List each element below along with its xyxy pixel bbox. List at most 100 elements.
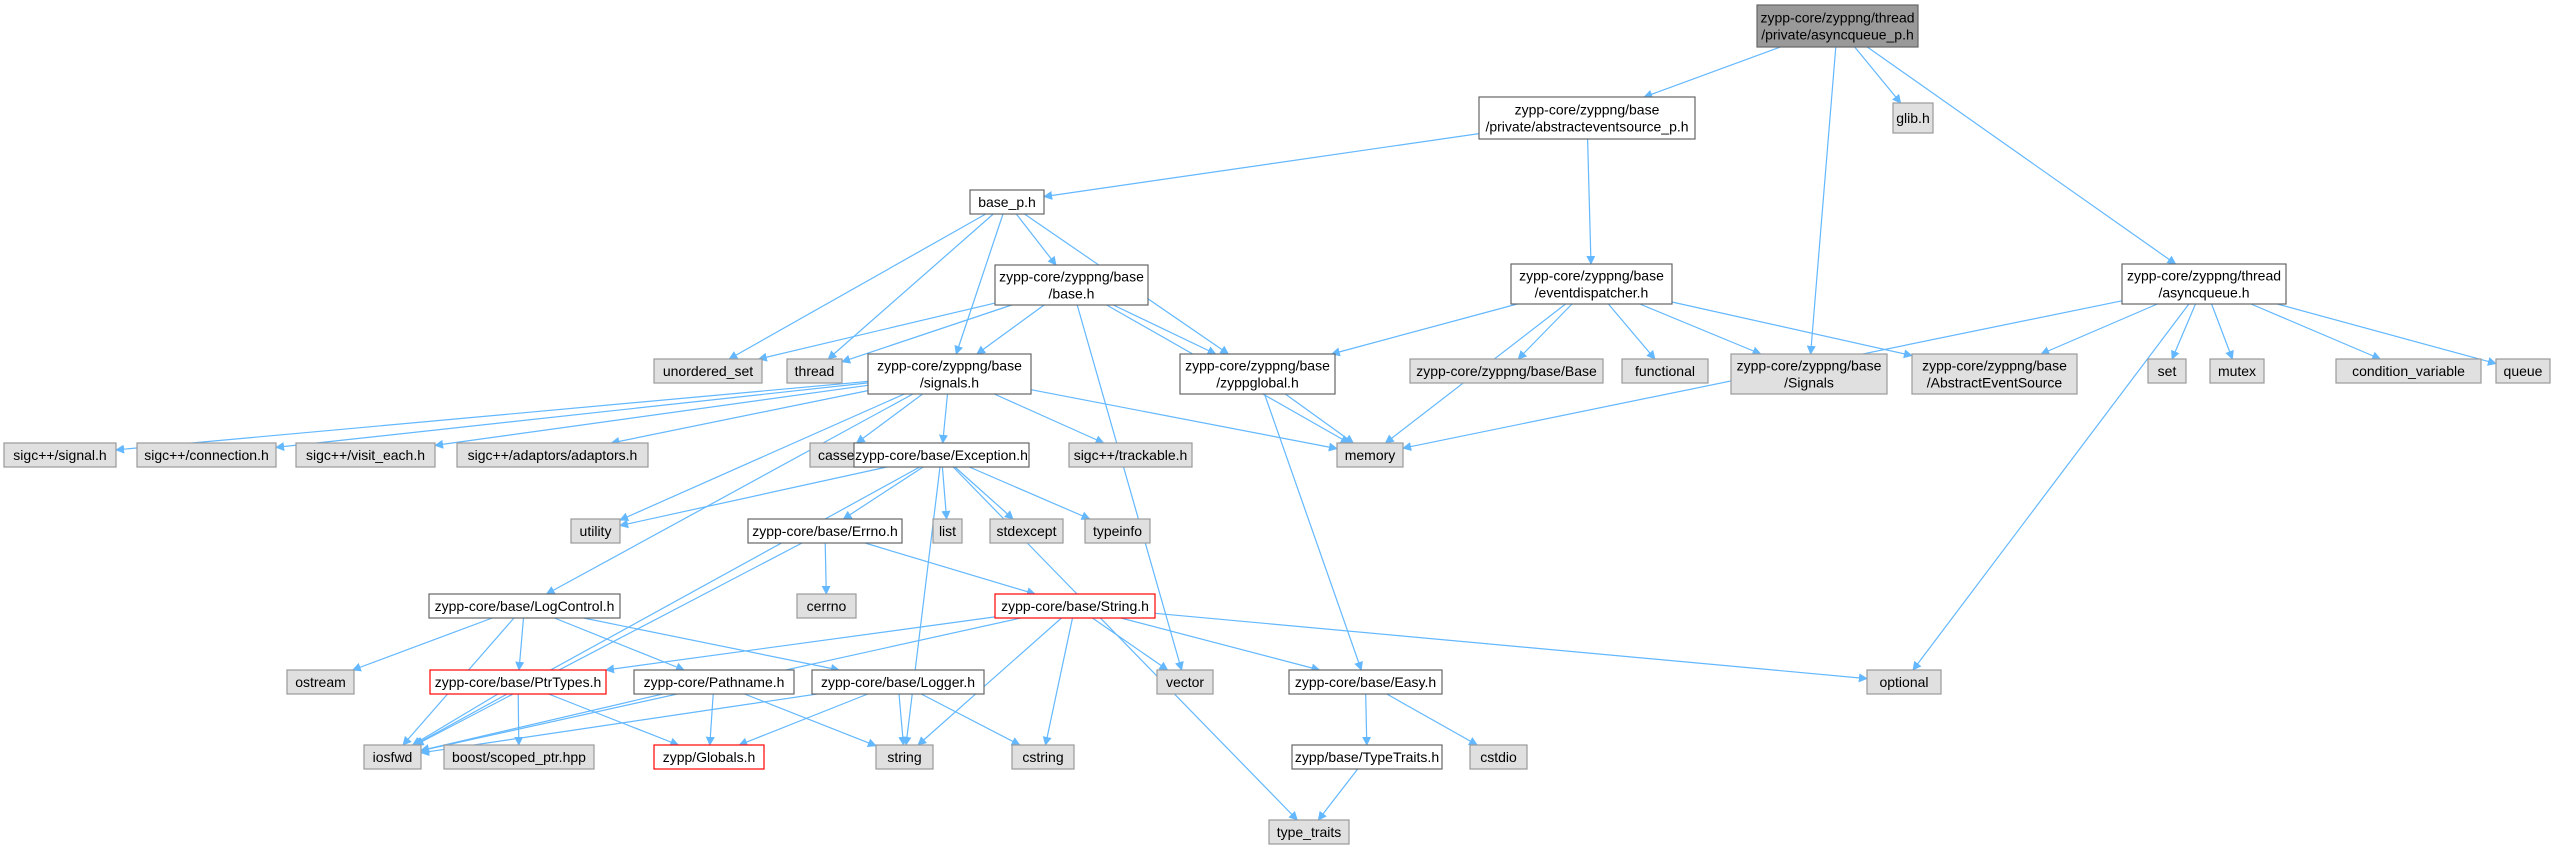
node-box xyxy=(796,593,857,619)
node-label: zypp-core/zyppng/base xyxy=(999,269,1144,285)
node-box xyxy=(2147,358,2187,384)
node-label: cerrno xyxy=(807,598,847,614)
node-base-h[interactable]: zypp-core/zyppng/base/base.h xyxy=(994,264,1149,306)
node-typeinfo: typeinfo xyxy=(1084,518,1151,544)
edge-abstracteventsource_p-to-base_p xyxy=(1043,133,1480,200)
node-box xyxy=(443,744,595,770)
node-box xyxy=(747,518,903,544)
node-exception[interactable]: zypp-core/base/Exception.h xyxy=(853,442,1030,468)
edge-eventdispatcher-to-zyppglobal xyxy=(1330,303,1518,357)
edge-asyncqueue-to-AbstractEventSource xyxy=(2040,303,2158,355)
node-errno-h[interactable]: zypp-core/base/Errno.h xyxy=(747,518,903,544)
node-label: queue xyxy=(2504,363,2543,379)
node-sigc-connection: sigc++/connection.h xyxy=(136,442,277,468)
node-asyncqueue[interactable]: zypp-core/zyppng/thread/asyncqueue.h xyxy=(2121,263,2287,305)
node-label: sigc++/trackable.h xyxy=(1074,447,1188,463)
node-box xyxy=(136,442,277,468)
edge-signals-to-sigc_adaptors xyxy=(610,390,869,446)
node-signals[interactable]: zypp-core/zyppng/base/signals.h xyxy=(867,353,1032,395)
edge-asyncqueue-to-set xyxy=(2171,303,2197,360)
node-sigc-visit-each: sigc++/visit_each.h xyxy=(295,442,436,468)
node-label: /Signals xyxy=(1784,375,1834,391)
edge-base_h-to-unordered_set xyxy=(757,302,996,362)
node-box xyxy=(570,518,621,544)
node-logger[interactable]: zypp-core/base/Logger.h xyxy=(811,669,985,695)
node-label: base_p.h xyxy=(978,194,1036,210)
node-label: ostream xyxy=(295,674,346,690)
node-functional: functional xyxy=(1621,358,1709,384)
node-box xyxy=(295,442,436,468)
edge-asyncqueue_p-to-zyppng_Signals xyxy=(1806,46,1837,355)
node-box xyxy=(1336,442,1404,468)
node-label: condition_variable xyxy=(2352,363,2465,379)
node-glib: glib.h xyxy=(1892,102,1934,134)
node-box xyxy=(653,744,765,770)
node-label: sigc++/signal.h xyxy=(13,447,106,463)
node-box xyxy=(456,442,649,468)
node-label: /base.h xyxy=(1049,286,1095,302)
edge-base_p-to-unordered_set xyxy=(728,213,987,360)
edge-exception-to-list xyxy=(941,466,951,520)
node-eventdispatcher[interactable]: zypp-core/zyppng/base/eventdispatcher.h xyxy=(1510,263,1673,305)
node-label: /zyppglobal.h xyxy=(1216,375,1299,391)
node-cstdio: cstdio xyxy=(1469,744,1528,770)
edge-string_h-to-optional xyxy=(1154,612,1868,683)
node-string: string xyxy=(875,744,934,770)
edge-errno_h-to-string_h xyxy=(864,542,1036,596)
node-asyncqueue-p[interactable]: zypp-core/zyppng/thread/private/asyncque… xyxy=(1756,4,1919,48)
node-logcontrol[interactable]: zypp-core/base/LogControl.h xyxy=(428,593,621,619)
node-base-p[interactable]: base_p.h xyxy=(969,189,1045,215)
node-box xyxy=(1730,353,1888,395)
node-label: cassert xyxy=(818,447,863,463)
node-box xyxy=(853,442,1030,468)
node-utility: utility xyxy=(570,518,621,544)
node-box xyxy=(1011,744,1075,770)
node-box xyxy=(786,358,843,384)
node-label: zypp-core/base/Easy.h xyxy=(1295,674,1436,690)
node-box xyxy=(989,518,1064,544)
node-label: zypp-core/base/Errno.h xyxy=(752,523,898,539)
edge-string_h-to-cstring xyxy=(1042,617,1074,746)
edge-signals-to-cassert xyxy=(855,393,923,444)
edge-signals-to-exception xyxy=(939,393,949,444)
node-label: mutex xyxy=(2218,363,2256,379)
edge-pathname-to-iosfwd xyxy=(420,693,663,753)
edge-asyncqueue_p-to-abstracteventsource_p xyxy=(1643,46,1781,99)
edge-zyppglobal-to-easy xyxy=(1263,393,1363,671)
edge-logger-to-iosfwd xyxy=(420,693,818,757)
node-string-h[interactable]: zypp-core/base/String.h xyxy=(994,593,1156,619)
node-easy[interactable]: zypp-core/base/Easy.h xyxy=(1288,669,1443,695)
edge-base_p-to-base_h xyxy=(1015,213,1057,266)
node-abstracteventsource-p[interactable]: zypp-core/zyppng/base/private/abstractev… xyxy=(1478,96,1696,140)
node-typetraits[interactable]: zypp/base/TypeTraits.h xyxy=(1291,744,1443,770)
node-label: zypp-core/base/Logger.h xyxy=(821,674,975,690)
node-label: iosfwd xyxy=(373,749,413,765)
node-globals[interactable]: zypp/Globals.h xyxy=(653,744,765,770)
node-zyppglobal[interactable]: zypp-core/zyppng/base/zyppglobal.h xyxy=(1179,353,1336,395)
node-label: glib.h xyxy=(1896,110,1929,126)
node-pathname[interactable]: zypp-core/Pathname.h xyxy=(633,669,795,695)
edge-errno_h-to-cerrno xyxy=(821,542,831,595)
node-label: zypp-core/base/String.h xyxy=(1001,598,1149,614)
node-iosfwd: iosfwd xyxy=(363,744,422,770)
node-unordered-set: unordered_set xyxy=(653,358,763,384)
edge-errno_h-to-iosfwd xyxy=(414,542,803,746)
edge-abstracteventsource_p-to-eventdispatcher xyxy=(1586,138,1596,265)
node-box xyxy=(875,744,934,770)
node-label: vector xyxy=(1166,674,1204,690)
edge-logcontrol-to-ostream xyxy=(351,617,493,672)
edge-ptrtypes-to-scoped_ptr xyxy=(514,693,524,746)
node-optional: optional xyxy=(1866,669,1942,695)
node-label: cstdio xyxy=(1480,749,1517,765)
node-label: unordered_set xyxy=(663,363,753,379)
node-box xyxy=(1478,96,1696,140)
node-zyppng-Signals: zypp-core/zyppng/base/Signals xyxy=(1730,353,1888,395)
node-label: zypp-core/zyppng/base xyxy=(1515,102,1660,118)
node-box xyxy=(2495,358,2551,384)
node-label: zypp-core/zyppng/thread xyxy=(1760,10,1914,26)
edge-signals-to-utility xyxy=(619,393,905,521)
node-condition-variable: condition_variable xyxy=(2335,358,2482,384)
node-ptrtypes[interactable]: zypp-core/base/PtrTypes.h xyxy=(429,669,607,695)
node-label: stdexcept xyxy=(997,523,1057,539)
node-box xyxy=(932,518,963,544)
